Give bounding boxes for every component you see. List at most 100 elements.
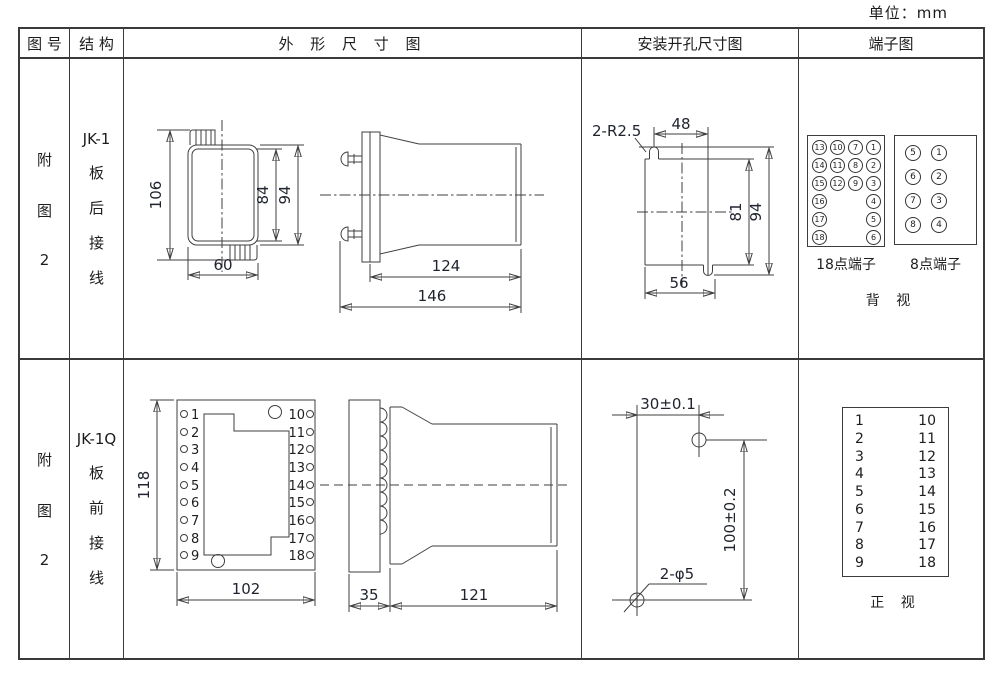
terminal-number: 3 <box>191 443 199 458</box>
terminal-point: 6 <box>905 169 921 185</box>
unit-label: 单位：mm <box>868 4 948 22</box>
dim-width: 102 <box>232 580 261 598</box>
terminal-point: 4 <box>931 217 947 233</box>
jk1q-outline-drawing: 1 2 3 4 5 6 7 8 9 10 <box>135 399 572 612</box>
panel-cutout <box>637 127 774 287</box>
structure-cell: JK-1Q 板 前 接 线 <box>70 360 124 658</box>
terminal-number: 16 <box>288 514 305 529</box>
figure-label: 附 <box>36 451 52 469</box>
structure-label: 板 <box>88 163 104 182</box>
structure-label: 后 <box>88 198 104 217</box>
dim-hole-spacing-x: 30±0.1 <box>640 395 696 413</box>
dim-width-top: 48 <box>671 115 690 133</box>
outline-drawing-cell: 1 2 3 4 5 6 7 8 9 10 <box>124 360 582 658</box>
header-terminal: 端子图 <box>868 34 914 53</box>
terminal-point: 3 <box>866 176 881 191</box>
dim-depth-flange: 35 <box>359 586 378 604</box>
terminal-number: 13 <box>288 461 305 476</box>
header-figure-no: 图 号 <box>20 29 70 57</box>
terminal-point: 1 <box>931 145 947 161</box>
terminal-number: 1 <box>191 408 199 423</box>
terminal-point: 16 <box>812 194 827 209</box>
outline-drawing-cell: 106 84 94 60 <box>124 59 582 358</box>
terminal-point: 6 <box>866 230 881 245</box>
terminal-block-8pt: 5 1 6 2 7 3 8 4 <box>894 135 977 245</box>
mounting-dims: 30±0.1 100±0.2 2-φ5 <box>612 395 744 613</box>
row-jk1: 附 图 2 JK-1 板 后 接 线 <box>20 59 983 360</box>
side-view: 35 121 <box>320 399 572 612</box>
structure-cell: JK-1 板 后 接 线 <box>70 59 124 358</box>
side-view: 124 146 <box>320 131 544 313</box>
terminal-number: 7 <box>191 514 199 529</box>
model-label: JK-1 <box>82 129 111 148</box>
structure-label: 线 <box>88 569 104 587</box>
terminal-number: 9 <box>191 549 199 564</box>
terminal-number: 14 <box>918 484 936 500</box>
terminal18-label: 18点端子 <box>816 257 876 273</box>
terminal-number: 2 <box>855 430 864 447</box>
terminal-point: 9 <box>848 176 863 191</box>
terminal-number: 17 <box>918 537 936 554</box>
terminal-number: 6 <box>191 496 199 511</box>
row-jk1q: 附 图 2 JK-1Q 板 前 接 线 <box>20 360 983 658</box>
front-right-terminals: 10 11 12 13 14 15 16 17 18 <box>288 408 314 564</box>
dim-height-inner: 84 <box>254 185 272 204</box>
structure-label: 线 <box>88 268 104 287</box>
front-left-terminals: 1 2 3 4 5 6 7 8 9 <box>180 408 199 564</box>
terminal-number: 2 <box>191 426 199 441</box>
structure-label: 板 <box>88 464 104 482</box>
terminal-table-left-col: 1 2 3 4 5 6 7 8 9 <box>855 413 864 571</box>
header-outline: 外 形 尺 寸 图 <box>124 29 582 57</box>
terminal-number: 7 <box>855 519 864 536</box>
terminal-point: 8 <box>848 158 863 173</box>
terminal-number: 17 <box>288 532 305 547</box>
terminal-point: 11 <box>830 158 845 173</box>
terminal-number: 1 <box>855 413 864 429</box>
terminal-point: 17 <box>812 212 827 227</box>
terminal-point: 15 <box>812 176 827 191</box>
terminal-point: 8 <box>905 217 921 233</box>
terminal-number: 11 <box>918 430 936 447</box>
figure-no-cell: 附 图 2 <box>20 59 70 358</box>
dim-width-front: 60 <box>213 256 232 274</box>
dim-height: 118 <box>135 471 153 500</box>
mounting-dims: 2-R2.5 48 81 94 56 <box>592 115 769 299</box>
terminal-diagram-cell: 13 10 7 1 14 11 8 2 15 12 9 3 16 4 17 5 <box>799 59 983 358</box>
table-header-row: 图 号 结 构 外 形 尺 寸 图 安装开孔尺寸图 端子图 <box>20 29 983 59</box>
terminal-point: 18 <box>812 230 827 245</box>
dim-length-overall: 146 <box>418 287 447 305</box>
terminal-point: 7 <box>848 140 863 155</box>
header-mounting: 安装开孔尺寸图 <box>582 29 799 57</box>
figure-label: 图 <box>36 201 52 220</box>
front-view: 106 84 94 60 <box>147 120 304 280</box>
terminal-number: 15 <box>918 501 936 518</box>
terminal-point: 12 <box>830 176 845 191</box>
terminal-number: 9 <box>855 555 864 571</box>
dim-height-front: 94 <box>276 185 294 204</box>
terminal-number: 16 <box>918 519 936 536</box>
terminal-point: 1 <box>866 140 881 155</box>
jk1-outline-drawing: 106 84 94 60 <box>147 120 544 313</box>
mounting-drawing-cell: 2-R2.5 48 81 94 56 <box>582 59 799 358</box>
terminal-table-right-col: 10 11 12 13 14 15 16 17 18 <box>918 413 936 571</box>
terminal-number: 13 <box>918 466 936 483</box>
terminal8-label: 8点端子 <box>910 257 961 273</box>
terminal-number: 4 <box>191 461 199 476</box>
terminal-number: 8 <box>191 532 199 547</box>
view-label-rear: 背 视 <box>865 293 917 309</box>
figure-label: 2 <box>39 250 50 269</box>
dim-width-bottom: 56 <box>669 274 688 292</box>
terminal-point: 5 <box>866 212 881 227</box>
terminal-number: 5 <box>191 479 199 494</box>
structure-label: 接 <box>88 233 104 252</box>
drawing-table: 图 号 结 构 外 形 尺 寸 图 安装开孔尺寸图 端子图 附 图 2 JK-1… <box>18 27 985 660</box>
terminal-point: 14 <box>812 158 827 173</box>
terminal-table: 1 2 3 4 5 6 7 8 9 10 11 12 13 14 15 <box>842 407 949 577</box>
terminal-point: 10 <box>830 140 845 155</box>
dim-hole-spacing-y: 100±0.2 <box>721 487 739 552</box>
terminal-block-18pt: 13 10 7 1 14 11 8 2 15 12 9 3 16 4 17 5 <box>807 135 885 247</box>
figure-label: 附 <box>36 150 52 169</box>
terminal-number: 4 <box>855 466 864 483</box>
terminal-number: 8 <box>855 537 864 554</box>
